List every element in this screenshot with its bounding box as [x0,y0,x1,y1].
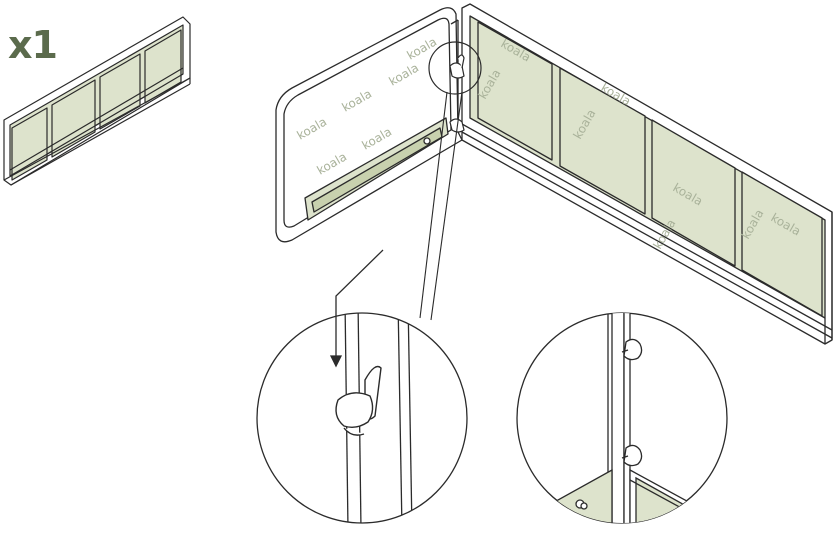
leader-lines [419,91,463,321]
part-thumbnail [3,16,191,186]
hook-bracket-icon [335,365,382,436]
quantity-label: x1 [8,23,58,67]
insert-direction-arrow [329,249,384,368]
headboard-panel [275,7,463,243]
hook-insert-detail [256,312,468,524]
knob-bolt-icon [621,444,643,467]
knob-bolt-icon [621,338,643,361]
zoom-marker [428,41,482,95]
knob-bolt-icon [449,54,465,79]
side-rail-panel [461,3,833,345]
bracket-fixed-detail [516,312,728,524]
